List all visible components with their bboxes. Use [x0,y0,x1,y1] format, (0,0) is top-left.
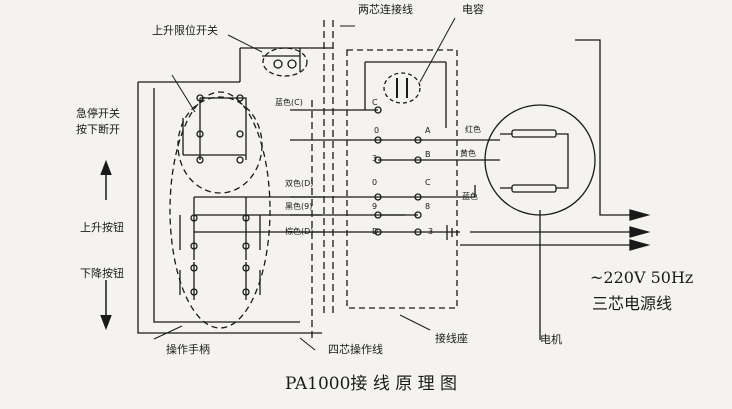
wire-brown-d: 棕色(D) [285,227,314,236]
terminal-right-label: A [425,126,431,135]
terminal-left-label: D [372,227,379,236]
motor-label: 电机 [540,333,562,346]
capacitor-label: 电容 [462,3,484,16]
terminal-block [346,49,458,309]
diagram-title: PA1000接 线 原 理 图 [285,374,458,394]
terminal-left-label: 9 [372,202,378,211]
terminal-left-label: 0 [374,126,380,135]
terminal-left-label: 0 [372,178,378,187]
terminal-left-label: C [372,98,378,107]
estop-wiring [182,97,247,160]
motor-symbol [484,104,596,216]
outer-loop-wire [137,81,322,334]
power-cable-label: 三芯电源线 [592,294,673,313]
wire-red: 红色 [465,125,481,134]
terminal-right-label: C [425,178,431,187]
voltage-label: ~220V 50Hz [590,268,694,287]
down-button-label: 下降按钮 [80,267,124,280]
terminal-left-label: 3 [372,154,378,163]
terminal-right-label: 3 [428,227,434,236]
wire-blue-9: 黑色(9) [285,202,313,211]
four-core-cable-label: 四芯操作线 [328,343,383,356]
up-button-label: 上升按钮 [80,221,124,234]
two-core-cable [323,20,334,315]
limit-switch-label: 上升限位开关 [152,24,218,37]
terminal-right-label: B [425,150,431,159]
handle-outline [169,91,271,329]
down-button-wiring [179,231,322,300]
emergency-stop-label: 急停开关 [76,107,120,120]
two-core-cable-label: 两芯连接线 [358,3,413,16]
wire-blue-c: 蓝色(C) [275,98,303,107]
estop-outline [177,96,263,194]
wire-yellow: 黄色 [460,149,476,158]
handle-label: 操作手柄 [166,343,210,356]
wire-blue: 蓝色 [462,192,478,201]
terminal-block-label: 接线座 [435,332,468,345]
emergency-stop-label-2: 按下断开 [76,123,120,136]
wire-double-d: 双色(D) [285,179,314,188]
terminal-right-label: 8 [425,202,431,211]
